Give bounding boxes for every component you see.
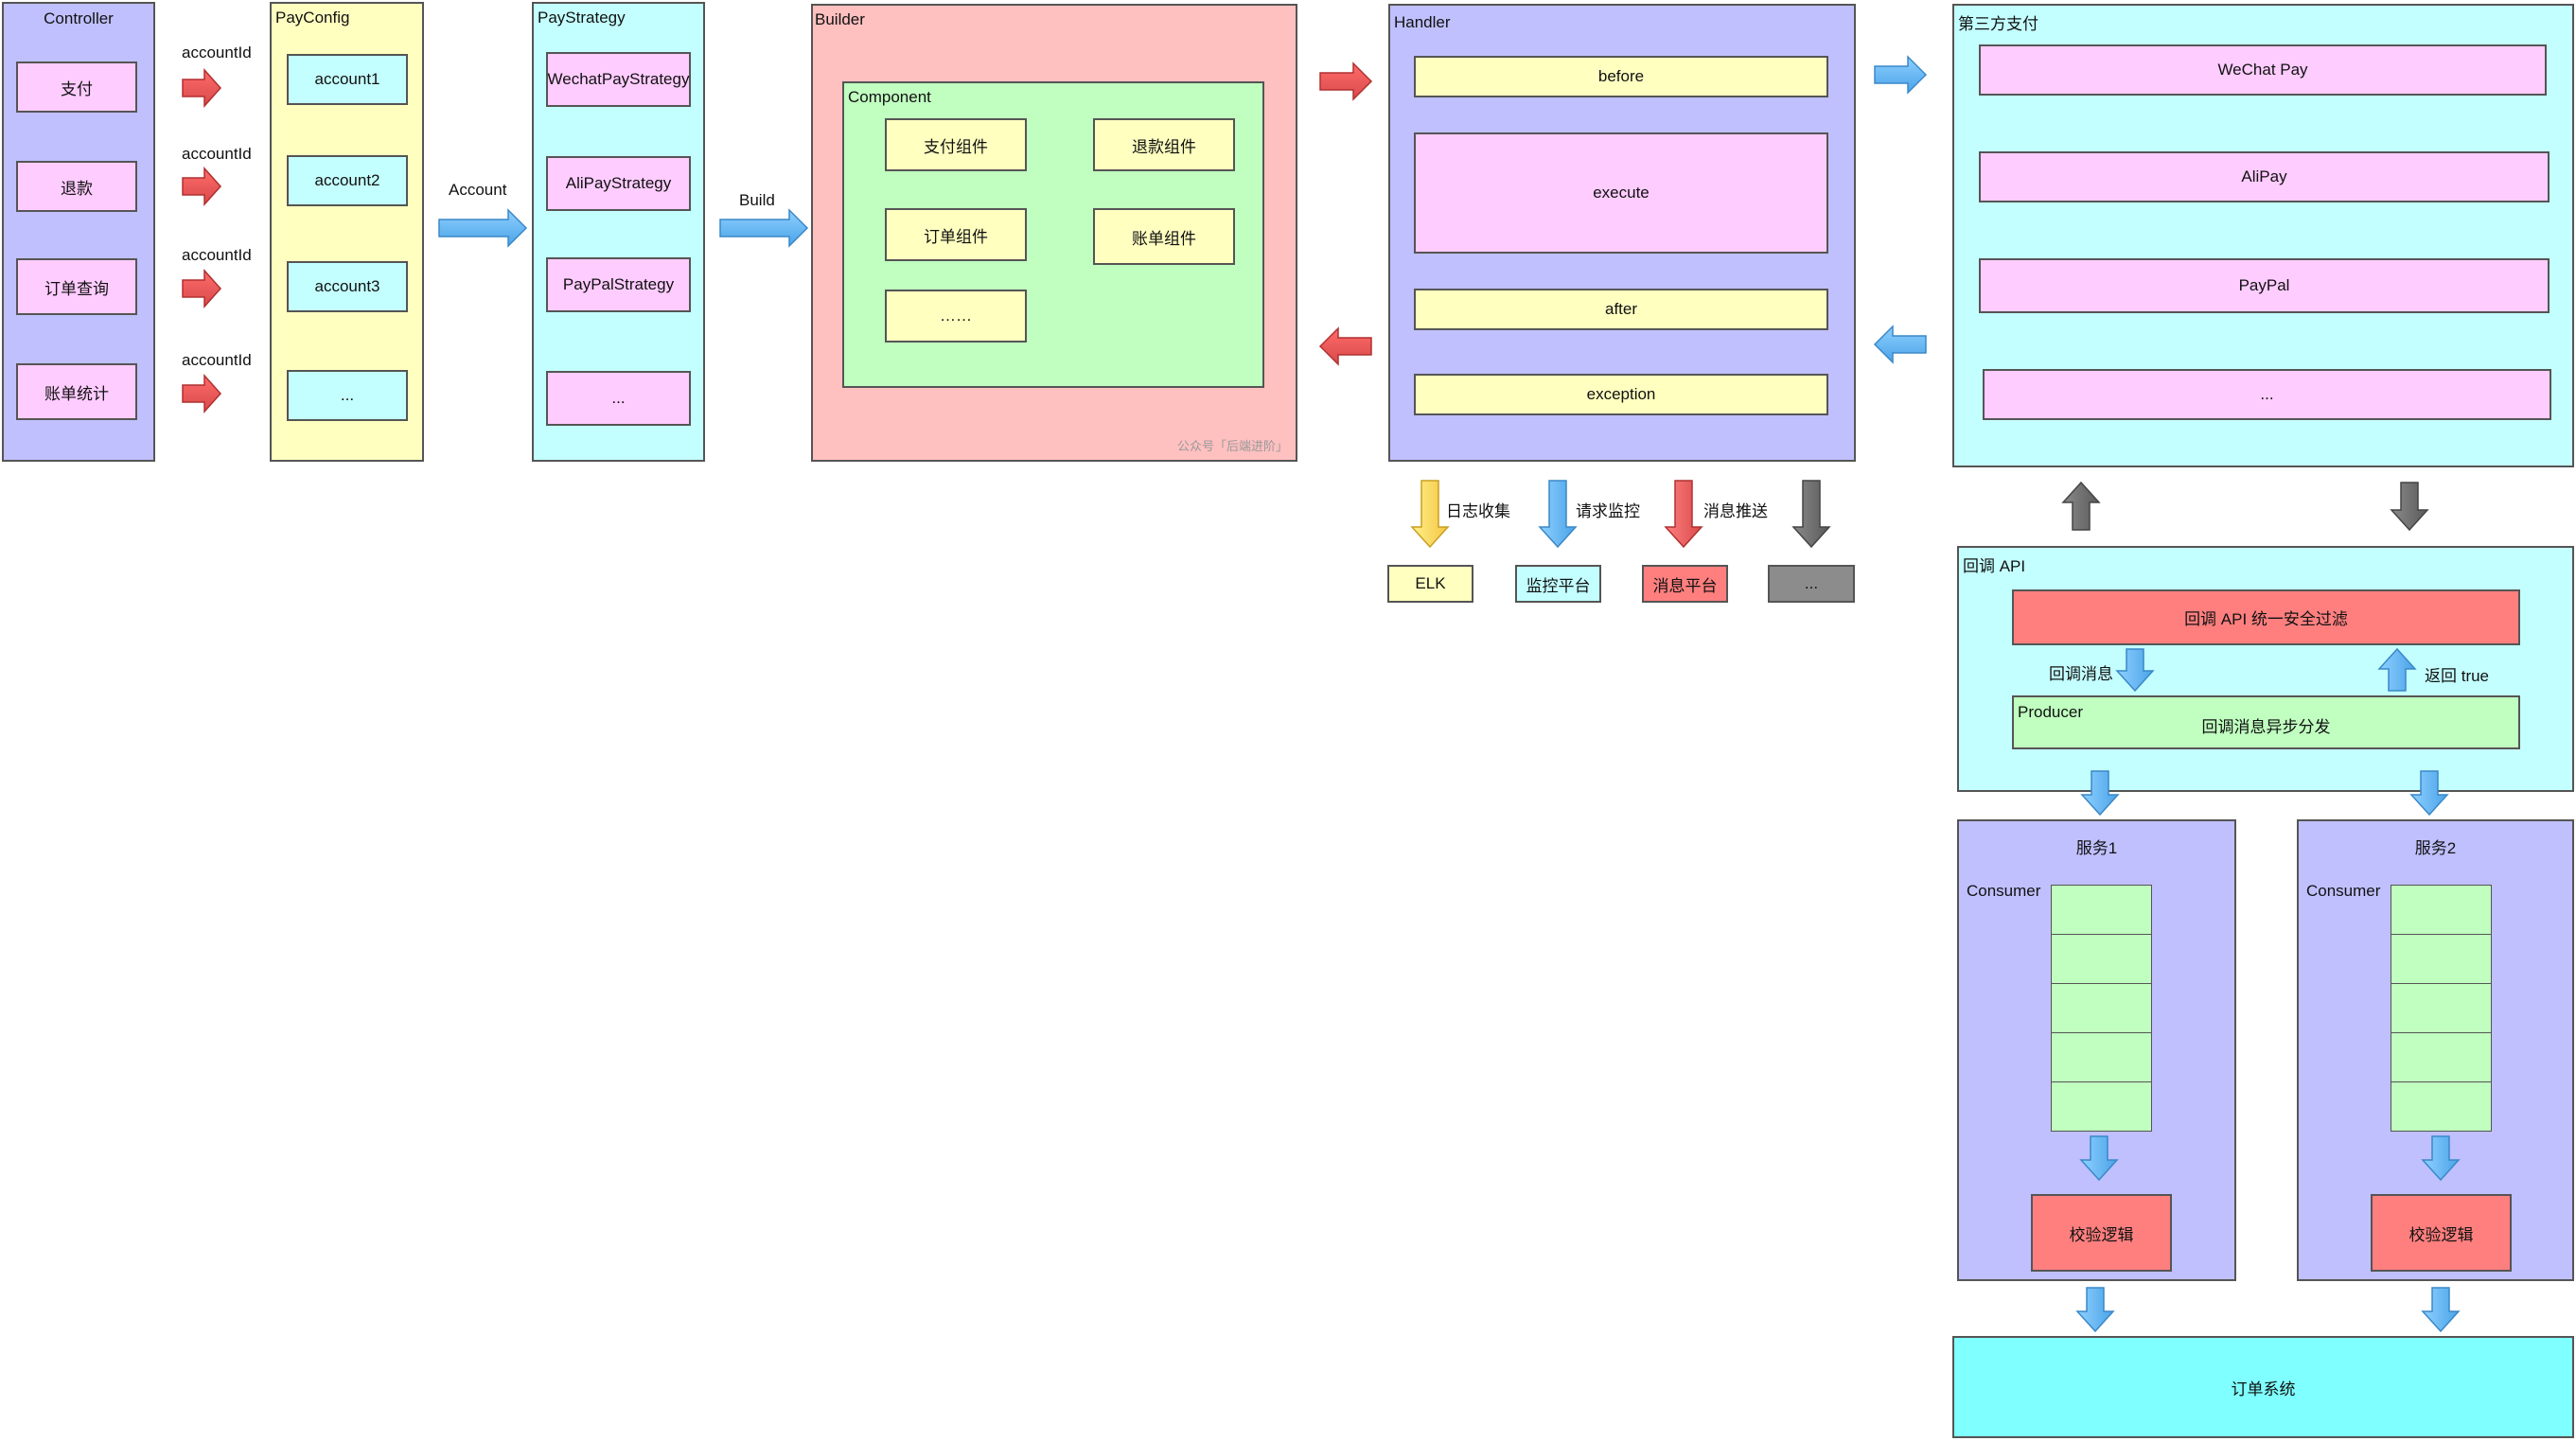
accountid-label: accountId bbox=[182, 44, 252, 62]
handler-title: Handler bbox=[1394, 13, 1451, 31]
red-arrow-left-icon bbox=[1318, 326, 1372, 366]
queue-slot bbox=[2391, 1081, 2492, 1132]
paystrategy-paypal[interactable]: PayPalStrategy bbox=[546, 257, 691, 312]
blue-arrow-down-icon bbox=[1538, 480, 1578, 549]
service2-title: 服务2 bbox=[2414, 839, 2457, 857]
return-true-label: 返回 true bbox=[2425, 667, 2490, 685]
queue-slot bbox=[2051, 1081, 2152, 1132]
queue-slot bbox=[2391, 934, 2492, 984]
service1-consumer-label: Consumer bbox=[1967, 882, 2041, 900]
gray-arrow-down-icon bbox=[2390, 482, 2429, 532]
log-collect-label: 日志收集 bbox=[1446, 502, 1510, 520]
third-party-title: 第三方支付 bbox=[1958, 15, 2038, 33]
blue-arrow-down-icon bbox=[2409, 770, 2449, 817]
red-arrow-right-icon bbox=[182, 167, 222, 206]
accountid-label: accountId bbox=[182, 246, 252, 264]
third-party-more[interactable]: ... bbox=[1983, 369, 2551, 420]
controller-item-bill-stats[interactable]: 账单统计 bbox=[16, 363, 137, 420]
output-more[interactable]: ... bbox=[1768, 565, 1855, 603]
output-monitor-platform[interactable]: 监控平台 bbox=[1515, 565, 1601, 603]
controller-item-pay[interactable]: 支付 bbox=[16, 62, 137, 113]
handler-exception[interactable]: exception bbox=[1414, 374, 1828, 415]
component-bill[interactable]: 账单组件 bbox=[1093, 208, 1235, 265]
output-elk[interactable]: ELK bbox=[1387, 565, 1473, 603]
component-title: Component bbox=[848, 88, 931, 106]
blue-arrow-down-icon bbox=[2075, 1287, 2115, 1333]
gray-arrow-up-icon bbox=[2061, 481, 2101, 531]
blue-arrow-down-icon bbox=[2421, 1135, 2461, 1182]
blue-arrow-down-icon bbox=[2080, 770, 2120, 817]
service1-check-logic[interactable]: 校验逻辑 bbox=[2031, 1194, 2172, 1272]
third-party-alipay[interactable]: AliPay bbox=[1979, 151, 2550, 202]
payconfig-more[interactable]: ... bbox=[287, 370, 408, 421]
producer-label: 回调消息异步分发 bbox=[2201, 718, 2331, 736]
blue-arrow-right-icon bbox=[1874, 55, 1928, 95]
queue-slot bbox=[2391, 885, 2492, 935]
account-arrow-label: Account bbox=[449, 181, 507, 199]
controller-item-order-query[interactable]: 订单查询 bbox=[16, 258, 137, 315]
handler-execute[interactable]: execute bbox=[1414, 132, 1828, 254]
red-arrow-right-icon bbox=[182, 269, 222, 308]
red-arrow-right-icon bbox=[182, 68, 222, 108]
producer-box[interactable]: Producer 回调消息异步分发 bbox=[2012, 695, 2520, 749]
blue-arrow-left-icon bbox=[1873, 325, 1927, 364]
gray-arrow-down-icon bbox=[1791, 480, 1831, 549]
accountid-label: accountId bbox=[182, 351, 252, 369]
queue-slot bbox=[2391, 983, 2492, 1033]
callback-api-title: 回调 API bbox=[1963, 557, 2026, 575]
blue-arrow-right-icon bbox=[719, 208, 809, 248]
payconfig-account2[interactable]: account2 bbox=[287, 155, 408, 206]
callback-message-label: 回调消息 bbox=[2049, 665, 2113, 683]
controller-item-refund[interactable]: 退款 bbox=[16, 161, 137, 212]
payconfig-title: PayConfig bbox=[275, 9, 350, 26]
handler-after[interactable]: after bbox=[1414, 289, 1828, 330]
blue-arrow-up-icon bbox=[2377, 647, 2417, 692]
red-arrow-right-icon bbox=[1319, 62, 1373, 101]
component-more[interactable]: …… bbox=[885, 290, 1027, 343]
component-refund[interactable]: 退款组件 bbox=[1093, 118, 1235, 171]
yellow-arrow-down-icon bbox=[1410, 480, 1450, 549]
callback-api-panel: 回调 API bbox=[1957, 546, 2574, 792]
accountid-label: accountId bbox=[182, 145, 252, 163]
build-arrow-label: Build bbox=[739, 191, 775, 209]
output-message-platform[interactable]: 消息平台 bbox=[1642, 565, 1728, 603]
request-monitor-label: 请求监控 bbox=[1576, 502, 1640, 520]
payconfig-account3[interactable]: account3 bbox=[287, 261, 408, 312]
payconfig-account1[interactable]: account1 bbox=[287, 54, 408, 105]
component-order[interactable]: 订单组件 bbox=[885, 208, 1027, 261]
third-party-wechat[interactable]: WeChat Pay bbox=[1979, 44, 2547, 96]
component-pay[interactable]: 支付组件 bbox=[885, 118, 1027, 171]
queue-slot bbox=[2051, 1032, 2152, 1082]
paystrategy-wechat[interactable]: WechatPayStrategy bbox=[546, 52, 691, 107]
paystrategy-more[interactable]: ... bbox=[546, 371, 691, 426]
blue-arrow-right-icon bbox=[438, 208, 528, 248]
blue-arrow-down-icon bbox=[2079, 1135, 2119, 1182]
controller-title: Controller bbox=[44, 9, 114, 27]
blue-arrow-down-icon bbox=[2421, 1287, 2461, 1333]
blue-arrow-down-icon bbox=[2115, 648, 2155, 693]
queue-slot bbox=[2051, 983, 2152, 1033]
producer-title: Producer bbox=[2018, 703, 2083, 721]
queue-slot bbox=[2051, 934, 2152, 984]
red-arrow-right-icon bbox=[182, 374, 222, 413]
watermark: 公众号「后端进阶」 bbox=[1176, 439, 1288, 453]
paystrategy-alipay[interactable]: AliPayStrategy bbox=[546, 156, 691, 211]
message-push-label: 消息推送 bbox=[1703, 502, 1768, 520]
queue-slot bbox=[2051, 885, 2152, 935]
red-arrow-down-icon bbox=[1664, 480, 1703, 549]
order-system[interactable]: 订单系统 bbox=[1952, 1336, 2574, 1438]
third-party-paypal[interactable]: PayPal bbox=[1979, 258, 2550, 313]
service2-consumer-label: Consumer bbox=[2306, 882, 2381, 900]
service1-title: 服务1 bbox=[2075, 839, 2118, 857]
paystrategy-title: PayStrategy bbox=[538, 9, 626, 26]
handler-before[interactable]: before bbox=[1414, 56, 1828, 97]
queue-slot bbox=[2391, 1032, 2492, 1082]
builder-title: Builder bbox=[815, 10, 865, 28]
callback-security-filter[interactable]: 回调 API 统一安全过滤 bbox=[2012, 589, 2520, 645]
service2-check-logic[interactable]: 校验逻辑 bbox=[2371, 1194, 2512, 1272]
